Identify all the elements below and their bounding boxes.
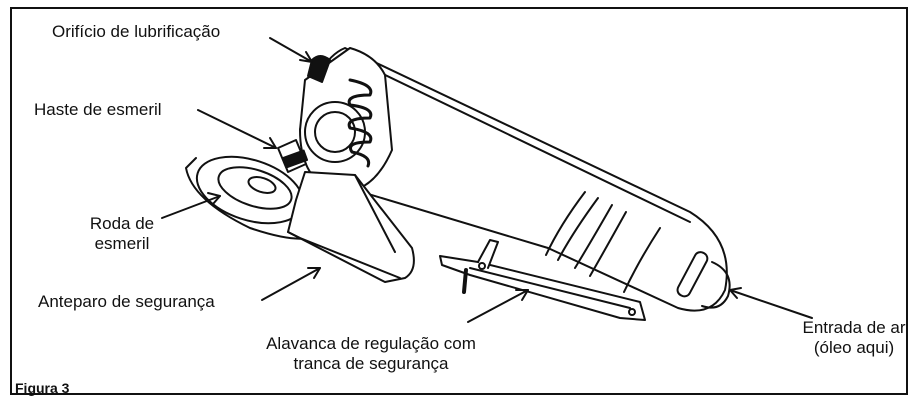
leader-lubrication (269, 37, 313, 63)
label-grinding-shaft: Haste de esmeril (34, 100, 162, 119)
body-top-edge (349, 57, 691, 223)
figure-caption: Figura 3 (15, 380, 70, 396)
figure-frame (10, 7, 908, 395)
throttle-lever (439, 255, 646, 321)
leader-air-inlet (729, 289, 813, 319)
lever-rear-pivot (628, 308, 636, 316)
air-inlet-cap (701, 261, 731, 309)
body-band-5 (623, 227, 661, 293)
shaft-collar (281, 149, 309, 169)
throttle-lever-inner (469, 267, 631, 309)
safety-lock-tab (477, 239, 499, 269)
leader-shaft (197, 109, 277, 149)
label-safety-guard: Anteparo de segurança (38, 292, 215, 311)
body-band-2 (557, 197, 599, 261)
body-band-4 (589, 211, 627, 277)
safety-guard-edge (287, 231, 401, 279)
grinding-wheel-hub (247, 176, 277, 194)
lever-pivot (478, 262, 486, 270)
body-band-3 (574, 204, 613, 269)
body-band-1 (545, 191, 586, 256)
leader-wheel (161, 195, 221, 219)
safety-guard-ridge (354, 174, 396, 253)
exhaust-slot (676, 251, 709, 298)
label-throttle-lever: Alavanca de regulação com tranca de segu… (266, 334, 476, 373)
lubrication-hole-nub (307, 55, 331, 83)
leader-guard (261, 267, 321, 301)
label-lubrication-hole: Orifício de lubrificação (52, 22, 221, 41)
head-cap-inner (314, 111, 356, 153)
spring-coils (347, 78, 373, 168)
label-grinding-wheel: Roda de esmeril (89, 214, 155, 253)
leader-lever (467, 289, 529, 323)
label-air-inlet: Entrada de ar (óleo aqui) (802, 318, 906, 357)
grinding-wheel-inner (217, 166, 293, 210)
safety-lock-pin (462, 268, 468, 294)
safety-guard (287, 171, 415, 283)
